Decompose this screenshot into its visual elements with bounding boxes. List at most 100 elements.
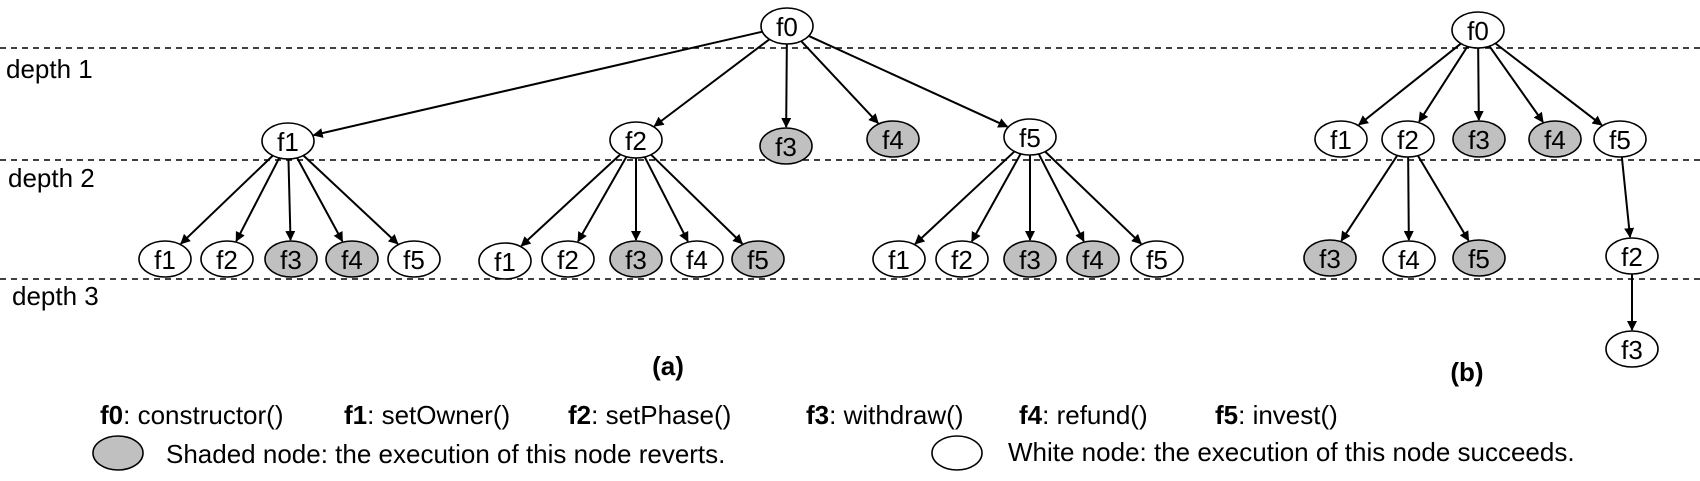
white-node-ellipse bbox=[478, 242, 532, 280]
panel-b-label: (b) bbox=[1450, 357, 1483, 387]
node-label: f2 bbox=[216, 245, 238, 275]
node-label: f5 bbox=[1146, 245, 1168, 275]
node-label: f4 bbox=[1544, 125, 1566, 155]
node-b-f5-f2-f3: f3 bbox=[1605, 330, 1659, 368]
shaded-node-ellipse bbox=[759, 127, 813, 165]
node-a-f1-f2: f2 bbox=[200, 240, 254, 278]
node-b-f2: f2 bbox=[1381, 120, 1435, 158]
edge-a-f0-to-a-f4 bbox=[800, 40, 879, 124]
function-key-f5: f5: invest() bbox=[1215, 400, 1338, 430]
node-a-f5-f2: f2 bbox=[935, 240, 989, 278]
edge-a-f1-to-a-f1-f2 bbox=[235, 157, 281, 243]
shaded-node-ellipse bbox=[1303, 239, 1357, 277]
node-label: f3 bbox=[1319, 244, 1341, 274]
node-b-f2-f3: f3 bbox=[1303, 239, 1357, 277]
edge-a-f5-to-a-f5-f5 bbox=[1044, 150, 1142, 245]
node-label: f2 bbox=[557, 245, 579, 275]
shaded-node-ellipse bbox=[264, 240, 318, 278]
shaded-node-ellipse bbox=[1452, 120, 1506, 158]
node-label: f4 bbox=[1398, 245, 1420, 275]
edge-a-f5-to-a-f5-f4 bbox=[1037, 153, 1085, 243]
function-key-f0-desc: : constructor() bbox=[123, 400, 283, 430]
legend-white-node-swatch bbox=[931, 435, 983, 471]
node-label: f5 bbox=[1468, 244, 1490, 274]
function-key-f3-desc: : withdraw() bbox=[829, 400, 963, 430]
node-a-f1-f1: f1 bbox=[138, 240, 192, 278]
function-key-f5-name: f5 bbox=[1215, 400, 1238, 430]
legend-shaded-node-swatch bbox=[92, 435, 144, 471]
white-node-ellipse bbox=[1605, 237, 1659, 275]
function-key-f1-name: f1 bbox=[344, 400, 367, 430]
node-label: f5 bbox=[403, 245, 425, 275]
edge-a-f0-to-a-f3 bbox=[781, 43, 792, 129]
node-label: f3 bbox=[1621, 335, 1643, 365]
node-b-f3: f3 bbox=[1452, 120, 1506, 158]
function-key-f0-name: f0 bbox=[100, 400, 123, 430]
node-b-f2-f5: f5 bbox=[1452, 239, 1506, 277]
node-label: f5 bbox=[1609, 125, 1631, 155]
edge-b-f2-to-b-f2-f3 bbox=[1340, 154, 1399, 242]
shaded-node-ellipse bbox=[731, 240, 785, 278]
node-label: f2 bbox=[1621, 242, 1643, 272]
node-label: f0 bbox=[776, 12, 798, 42]
tree-nodes: f0 f1 f1 f2 f3 f4 f5 f2 f1 f2 f3 f4 f5 f3 f4 f5 f1 f2 f3 f4… bbox=[138, 7, 1659, 368]
edge-a-f1-to-a-f1-f5 bbox=[302, 154, 399, 245]
node-label: f4 bbox=[882, 125, 904, 155]
shaded-node-ellipse bbox=[866, 120, 920, 158]
node-label: f1 bbox=[154, 245, 176, 275]
depth-2-label: depth 2 bbox=[8, 163, 95, 193]
node-label: f4 bbox=[686, 245, 708, 275]
shaded-node-ellipse bbox=[325, 240, 379, 278]
node-label: f3 bbox=[1019, 245, 1041, 275]
function-key-f3-name: f3 bbox=[806, 400, 829, 430]
node-a-f5-f5: f5 bbox=[1130, 240, 1184, 278]
white-node-ellipse bbox=[1605, 330, 1659, 368]
white-node-ellipse bbox=[670, 240, 724, 278]
edge-b-f0-to-b-f5 bbox=[1494, 42, 1603, 126]
node-label: f1 bbox=[277, 127, 299, 157]
function-key: f0: constructor() f1: setOwner() f2: set… bbox=[100, 400, 1338, 430]
node-label: f0 bbox=[1467, 16, 1489, 46]
node-a-f2-f4: f4 bbox=[670, 240, 724, 278]
function-key-f5-desc: : invest() bbox=[1238, 400, 1338, 430]
edge-b-f5-to-b-f5-f2 bbox=[1620, 156, 1635, 239]
edge-a-f5-to-a-f5-f1 bbox=[914, 150, 1016, 245]
edge-a-f2-to-a-f2-f5 bbox=[650, 153, 743, 245]
edge-a-f2-to-a-f2-f2 bbox=[577, 156, 628, 243]
node-legend: Shaded node: the execution of this node … bbox=[92, 435, 1575, 471]
white-node-ellipse bbox=[138, 240, 192, 278]
shaded-node-ellipse bbox=[1066, 240, 1120, 278]
white-node-ellipse bbox=[1130, 240, 1184, 278]
node-a-f1-f5: f5 bbox=[387, 240, 441, 278]
tree-edges bbox=[180, 30, 1637, 331]
edge-a-f0-to-a-f5 bbox=[808, 35, 1009, 128]
node-label: f4 bbox=[1082, 245, 1104, 275]
edge-b-f2-to-b-f2-f5 bbox=[1417, 155, 1470, 242]
function-key-f4-name: f4 bbox=[1019, 400, 1043, 430]
white-node-ellipse bbox=[1314, 120, 1368, 158]
node-a-f2-f1: f1 bbox=[478, 242, 532, 280]
edge-b-f0-to-b-f3 bbox=[1473, 47, 1484, 122]
node-a-f5-f3: f3 bbox=[1003, 240, 1057, 278]
white-node-ellipse bbox=[1003, 118, 1057, 156]
function-key-f2: f2: setPhase() bbox=[568, 400, 731, 430]
node-label: f3 bbox=[1468, 125, 1490, 155]
white-node-ellipse bbox=[261, 122, 315, 160]
white-node-ellipse bbox=[760, 7, 814, 45]
edge-b-f0-to-b-f4 bbox=[1488, 45, 1544, 123]
node-label: f3 bbox=[625, 245, 647, 275]
edge-b-f0-to-b-f1 bbox=[1358, 42, 1462, 126]
node-a-f4: f4 bbox=[866, 120, 920, 158]
node-b-f1: f1 bbox=[1314, 120, 1368, 158]
node-a-f3: f3 bbox=[759, 127, 813, 165]
node-a-f2-f5: f5 bbox=[731, 240, 785, 278]
node-b-f0: f0 bbox=[1451, 11, 1505, 49]
white-node-ellipse bbox=[1593, 120, 1647, 158]
edge-a-f2-to-a-f2-f1 bbox=[520, 153, 622, 247]
shaded-node-ellipse bbox=[1003, 240, 1057, 278]
function-key-f4: f4: refund() bbox=[1019, 400, 1148, 430]
node-b-f4: f4 bbox=[1528, 120, 1582, 158]
legend-shaded-text: Shaded node: the execution of this node … bbox=[166, 439, 725, 469]
function-key-f4-desc: : refund() bbox=[1042, 400, 1148, 430]
node-label: f1 bbox=[888, 245, 910, 275]
